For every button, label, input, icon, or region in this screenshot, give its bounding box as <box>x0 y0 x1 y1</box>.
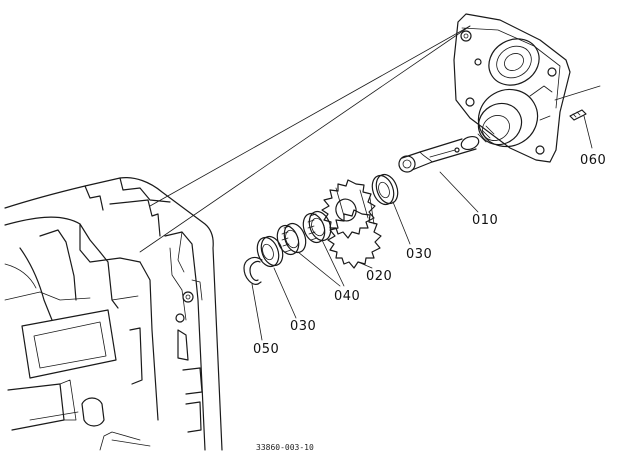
thrust-washer-030-left <box>256 235 297 319</box>
pin-060 <box>569 109 593 149</box>
callout-050: 050 <box>253 342 280 357</box>
callout-060: 060 <box>580 153 607 168</box>
gear-020 <box>321 179 382 269</box>
callout-010: 010 <box>472 213 499 228</box>
transmission-case <box>4 177 223 451</box>
callout-040: 040 <box>334 289 361 304</box>
cover-housing <box>453 13 571 163</box>
callout-030-left: 030 <box>290 319 317 334</box>
snap-ring-050 <box>243 256 263 341</box>
figure-number: 33860-003-10 <box>256 443 314 452</box>
needle-bearing-040-right <box>302 210 332 244</box>
needle-bearing-040-left <box>276 222 307 256</box>
leader-040 <box>297 239 345 287</box>
callout-020: 020 <box>366 269 393 284</box>
thrust-washer-030-right <box>371 173 411 245</box>
callout-030-right: 030 <box>406 247 433 262</box>
assembly-guide-lines <box>139 25 601 253</box>
shaft-010 <box>398 135 480 213</box>
